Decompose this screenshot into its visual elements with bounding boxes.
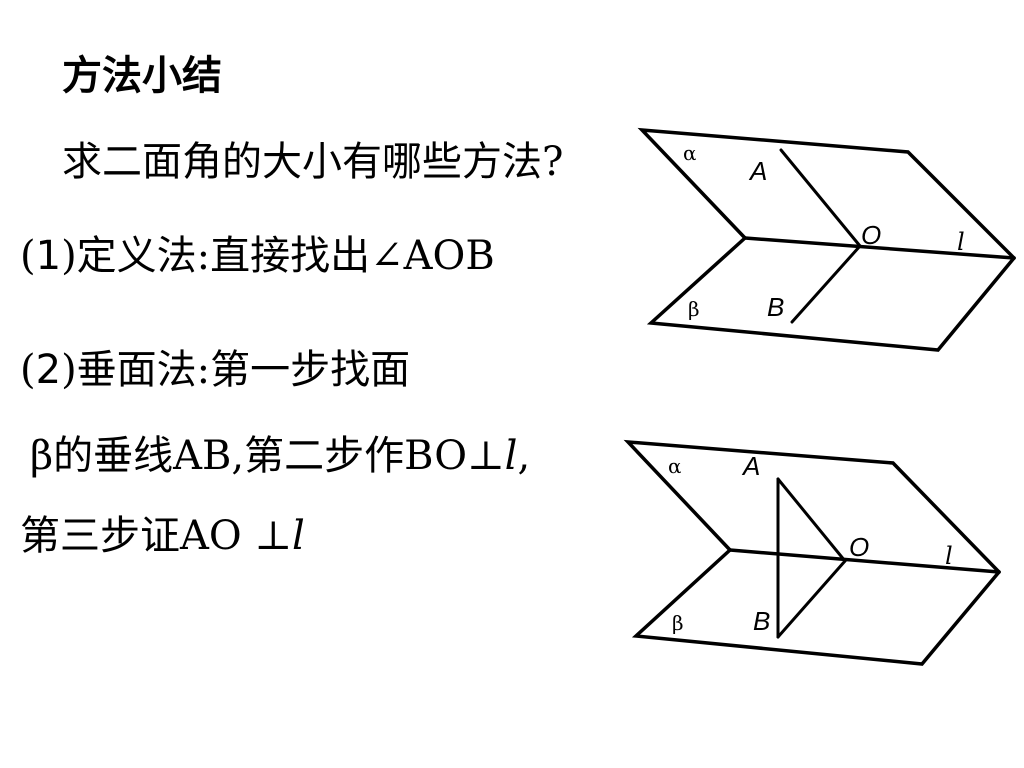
edge-line-l: [743, 236, 1016, 260]
diagram-perpendicular-plane-method: α β A O B l: [623, 439, 1001, 666]
line-l-label: l: [957, 228, 965, 256]
slide-title: 方法小结: [62, 53, 222, 99]
method-2-line-3-text: 第三步证AO ⊥: [20, 513, 293, 559]
method-2-number: 2: [35, 347, 62, 393]
method-2-line-2: β的垂线AB,第二步作BO⊥l,: [30, 432, 530, 480]
plane-alpha-label: α: [668, 454, 682, 478]
plane-alpha-outline: [637, 127, 1016, 260]
line-l-symbol: l: [504, 433, 518, 479]
method-1: (1)定义法:直接找出∠AOB: [20, 232, 495, 280]
method-2-text: )垂面法:第一步找面: [61, 347, 411, 393]
point-o-label: O: [849, 532, 869, 562]
plane-alpha-label: α: [683, 141, 697, 165]
segment-ao: [776, 477, 847, 563]
plane-beta-outline: [631, 548, 1001, 666]
method-2-line-2-text: β的垂线AB,第二步作BO⊥: [30, 433, 505, 479]
point-o-label: O: [861, 220, 881, 250]
method-2-line-2-end: ,: [517, 433, 531, 479]
plane-beta-outline: [646, 236, 1016, 352]
segment-bo: [776, 559, 847, 639]
line-l-symbol: l: [292, 513, 305, 559]
point-a-label: A: [748, 156, 767, 186]
method-2-line-3: 第三步证AO ⊥l: [20, 512, 305, 560]
method-1-text: )定义法:直接找出∠AOB: [61, 233, 495, 279]
line-l-label: l: [945, 542, 953, 570]
method-1-prefix: (: [20, 233, 36, 279]
point-a-label: A: [741, 451, 760, 481]
point-b-label: B: [767, 292, 784, 322]
edge-line-l: [728, 548, 1001, 574]
plane-alpha-outline: [623, 439, 1001, 574]
question-text: 求二面角的大小有哪些方法?: [62, 139, 564, 185]
segment-ao: [779, 148, 862, 248]
plane-beta-label: β: [688, 297, 700, 321]
diagram-definition-method: α β A O B l: [637, 127, 1016, 352]
method-1-number: 1: [35, 233, 62, 279]
plane-beta-label: β: [672, 611, 684, 635]
point-b-label: B: [753, 606, 770, 636]
segment-bo: [790, 244, 862, 324]
method-2-prefix: (: [20, 347, 36, 393]
method-2-line-1: (2)垂面法:第一步找面: [20, 346, 410, 394]
